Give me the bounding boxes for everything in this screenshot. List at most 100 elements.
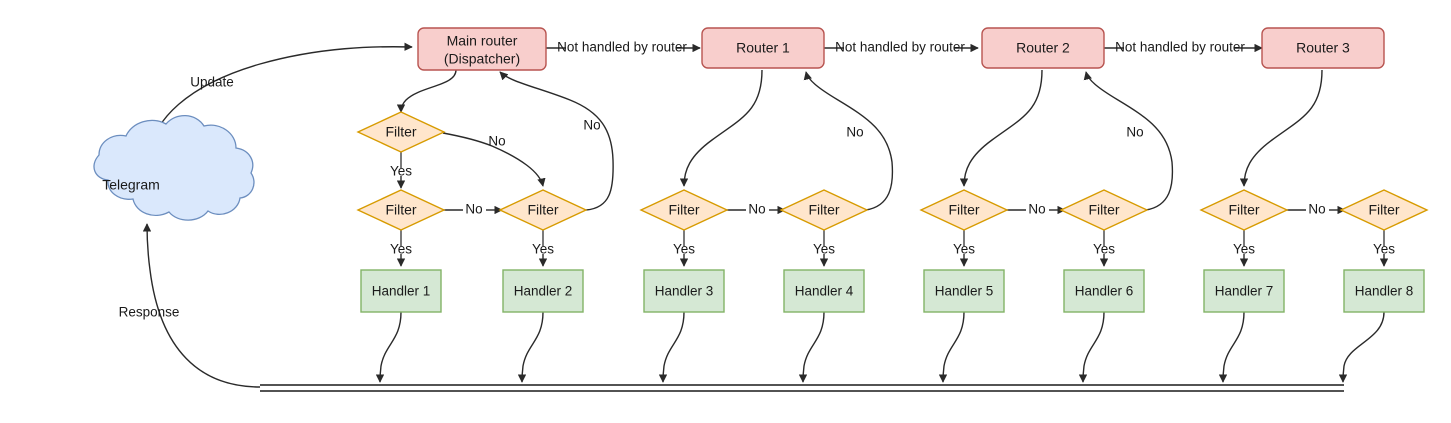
node-filter-1[interactable]: Filter xyxy=(356,111,446,153)
filter-8-diamond xyxy=(1199,189,1289,231)
filter-3-diamond xyxy=(498,189,588,231)
main-router-label-line1: Main router xyxy=(447,33,518,49)
handler-6-box xyxy=(1063,269,1145,313)
edge-handler1-to-bar xyxy=(375,311,402,383)
edge-label-yes-filter7: Yes xyxy=(1093,242,1115,257)
edge-label-yes-filter2: Yes xyxy=(390,242,412,257)
edge-handler6-to-bar xyxy=(1078,311,1105,383)
filter-2-label: Filter xyxy=(385,202,416,218)
handler-4-box xyxy=(783,269,865,313)
filter-9-diamond xyxy=(1339,189,1429,231)
handler-4-label: Handler 4 xyxy=(795,284,854,299)
handler-3-label: Handler 3 xyxy=(655,284,714,299)
node-handler-2[interactable]: Handler 2 xyxy=(502,269,584,313)
edge-label-yes-filter3: Yes xyxy=(532,242,554,257)
edge-label-not-handled-3: Not handled by router xyxy=(1115,40,1245,55)
filter-1-label: Filter xyxy=(385,124,416,140)
node-main-router[interactable]: Main router (Dispatcher) xyxy=(417,27,547,71)
edge-filter5-to-router1 xyxy=(803,71,894,211)
filter-6-label: Filter xyxy=(948,202,979,218)
handler-7-label: Handler 7 xyxy=(1215,284,1274,299)
node-router-1[interactable]: Router 1 xyxy=(701,27,825,69)
main-router-label-line2: (Dispatcher) xyxy=(444,51,520,67)
router-1-box xyxy=(701,27,825,69)
edge-handler4-to-bar xyxy=(798,311,825,383)
edge-label-update: Update xyxy=(190,75,234,90)
filter-7-diamond xyxy=(1059,189,1149,231)
handler-7-box xyxy=(1203,269,1285,313)
node-router-3[interactable]: Router 3 xyxy=(1261,27,1385,69)
edge-router1-to-filter4 xyxy=(679,69,763,187)
edge-label-response: Response xyxy=(119,305,180,320)
edge-label-no-filter1-down: No xyxy=(488,134,505,149)
edges-layer xyxy=(142,42,1389,392)
node-handler-5[interactable]: Handler 5 xyxy=(923,269,1005,313)
telegram-label: Telegram xyxy=(102,177,160,193)
node-handler-6[interactable]: Handler 6 xyxy=(1063,269,1145,313)
filter-5-diamond xyxy=(779,189,869,231)
node-filter-4[interactable]: Filter xyxy=(639,189,729,231)
edge-label-yes-filter5: Yes xyxy=(813,242,835,257)
node-handler-7[interactable]: Handler 7 xyxy=(1203,269,1285,313)
node-filter-9[interactable]: Filter xyxy=(1339,189,1429,231)
edge-router2-to-filter6 xyxy=(959,69,1043,187)
node-filter-3[interactable]: Filter xyxy=(498,189,588,231)
edge-label-no-filter3-loop: No xyxy=(583,118,600,133)
filter-9-label: Filter xyxy=(1368,202,1399,218)
node-handler-1[interactable]: Handler 1 xyxy=(360,269,442,313)
edge-label-no-filter7-loop: No xyxy=(1126,125,1143,140)
handler-8-label: Handler 8 xyxy=(1355,284,1414,299)
handler-8-box xyxy=(1343,269,1425,313)
edge-router3-to-filter8 xyxy=(1239,69,1323,187)
filter-3-label: Filter xyxy=(527,202,558,218)
filter-1-diamond xyxy=(356,111,446,153)
edge-label-not-handled-1: Not handled by router xyxy=(557,40,687,55)
edge-filter1-to-filter3 xyxy=(442,132,546,187)
node-filter-5[interactable]: Filter xyxy=(779,189,869,231)
node-filter-6[interactable]: Filter xyxy=(919,189,1009,231)
handler-5-label: Handler 5 xyxy=(935,284,994,299)
node-router-2[interactable]: Router 2 xyxy=(981,27,1105,69)
edge-label-no-filter4-filter5: No xyxy=(748,202,765,217)
filter-2-diamond xyxy=(356,189,446,231)
edge-main-to-filter1 xyxy=(396,69,457,113)
edge-handler3-to-bar xyxy=(658,311,685,383)
edge-label-yes-filter8: Yes xyxy=(1233,242,1255,257)
edge-label-not-handled-2: Not handled by router xyxy=(835,40,965,55)
node-handler-3[interactable]: Handler 3 xyxy=(643,269,725,313)
edge-label-no-filter2-filter3: No xyxy=(465,202,482,217)
filter-5-label: Filter xyxy=(808,202,839,218)
edge-label-yes-filter9: Yes xyxy=(1373,242,1395,257)
router-3-label: Router 3 xyxy=(1296,40,1350,56)
handler-2-box xyxy=(502,269,584,313)
edge-filter3-to-main xyxy=(499,71,614,211)
handler-1-box xyxy=(360,269,442,313)
router-2-label: Router 2 xyxy=(1016,40,1070,56)
telegram-cloud[interactable]: Telegram xyxy=(93,114,255,221)
handler-3-box xyxy=(643,269,725,313)
edge-label-no-filter8-filter9: No xyxy=(1308,202,1325,217)
edge-label-yes-filter1: Yes xyxy=(390,164,412,179)
router-2-box xyxy=(981,27,1105,69)
node-filter-2[interactable]: Filter xyxy=(356,189,446,231)
edge-label-no-filter6-filter7: No xyxy=(1028,202,1045,217)
node-filter-8[interactable]: Filter xyxy=(1199,189,1289,231)
cloud-shape xyxy=(93,114,255,221)
edge-labels-layer: Update Response Not handled by router No… xyxy=(119,40,1396,320)
node-handler-8[interactable]: Handler 8 xyxy=(1343,269,1425,313)
main-router-box xyxy=(417,27,547,71)
node-handler-4[interactable]: Handler 4 xyxy=(783,269,865,313)
edge-response xyxy=(142,223,261,388)
filter-8-label: Filter xyxy=(1228,202,1259,218)
edge-label-no-filter5-loop: No xyxy=(846,125,863,140)
edge-filter7-to-router2 xyxy=(1083,71,1174,211)
handler-5-box xyxy=(923,269,1005,313)
router-3-box xyxy=(1261,27,1385,69)
filter-6-diamond xyxy=(919,189,1009,231)
router-1-label: Router 1 xyxy=(736,40,790,56)
edge-handler5-to-bar xyxy=(938,311,965,383)
handler-1-label: Handler 1 xyxy=(372,284,431,299)
edge-handler8-to-bar xyxy=(1338,311,1385,383)
node-filter-7[interactable]: Filter xyxy=(1059,189,1149,231)
